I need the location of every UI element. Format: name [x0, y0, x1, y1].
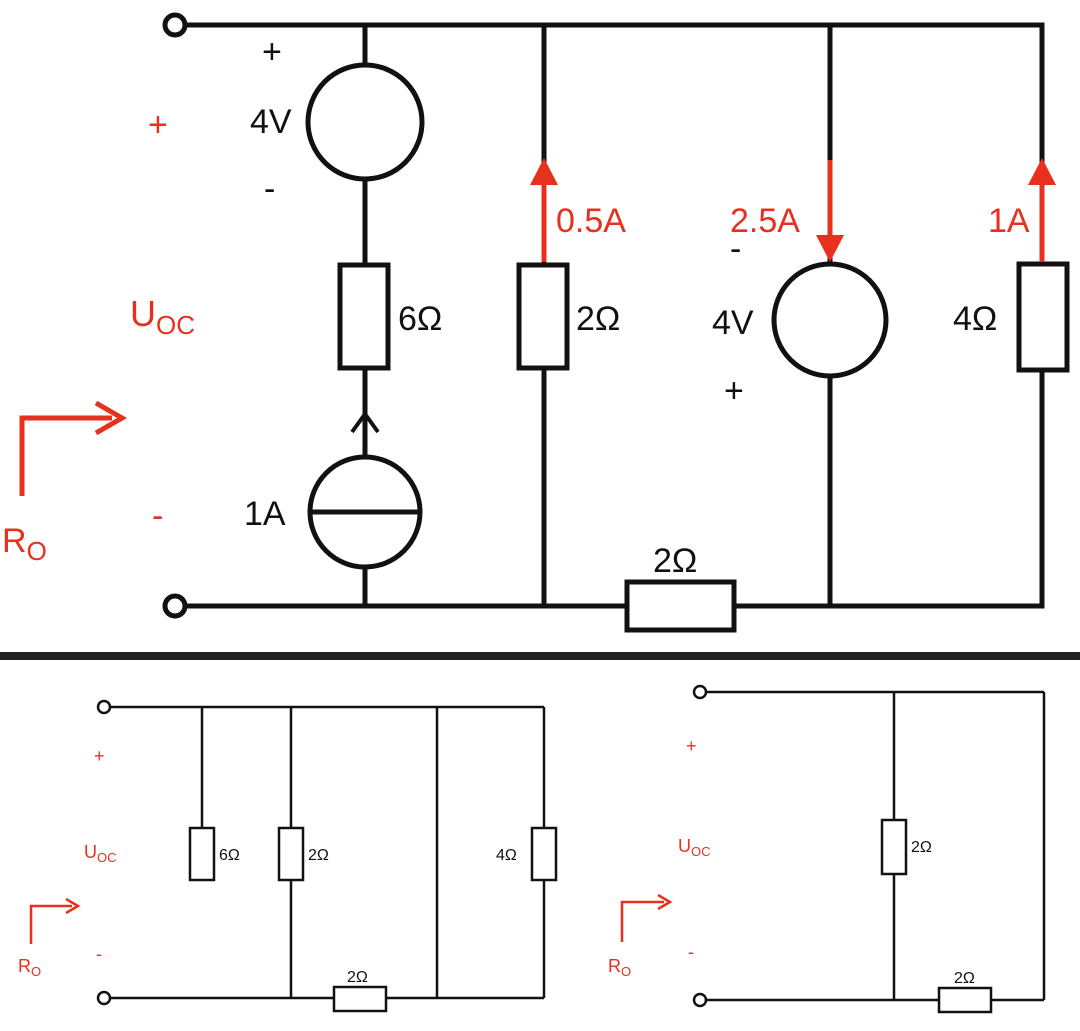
bl-r6-label: 6Ω [219, 847, 240, 864]
top-v2-label: 4V [712, 304, 754, 342]
br-terminal-top [692, 684, 708, 700]
bl-resistor-4ohm [530, 826, 558, 882]
bottom-right-circuit: 2Ω 2Ω + UOC - RO [608, 684, 1046, 1014]
br-wires [706, 690, 1046, 1002]
top-uoc-label: UOC [130, 293, 195, 340]
top-polarity-plus: + [148, 106, 168, 144]
top-cur-1-label: 1A [988, 202, 1030, 240]
top-v2-minus: - [730, 230, 741, 268]
top-terminal-bottom [162, 593, 188, 619]
top-polarity-minus: - [152, 497, 163, 535]
top-v1-plus: + [262, 33, 282, 71]
top-v1-label: 4V [250, 103, 292, 141]
top-current-arrowhead-1a [1028, 158, 1056, 185]
bl-resistor-2ohm-a [277, 826, 305, 882]
bl-ro-arrow [29, 904, 72, 944]
top-cur-05-label: 0.5A [556, 202, 626, 240]
br-ro-arrow [620, 900, 664, 942]
top-ro-label: RO [2, 522, 47, 566]
top-cur-25-label: 2.5A [730, 202, 800, 240]
top-ro-arrowhead [94, 400, 128, 436]
panel-divider [0, 652, 1080, 660]
bl-polarity-minus: - [96, 944, 102, 964]
bl-resistor-6ohm [188, 826, 216, 882]
br-ro-label: RO [608, 956, 631, 979]
bl-r2a-label: 2Ω [308, 847, 329, 864]
br-resistor-2ohm-a [880, 818, 908, 876]
top-wires [184, 22, 1045, 609]
bl-terminal-bottom [96, 990, 112, 1006]
bottom-left-circuit: 6Ω 2Ω 4Ω 2Ω + UOC - RO [18, 699, 558, 1013]
br-ro-arrowhead [657, 893, 673, 911]
top-r4-label: 4Ω [953, 300, 997, 338]
top-v1-minus: - [264, 170, 275, 208]
top-current-source-arrowhead [350, 410, 380, 434]
br-uoc-label: UOC [678, 836, 711, 859]
bl-resistor-2ohm-b [332, 985, 388, 1013]
top-resistor-6ohm [337, 262, 391, 371]
br-r2a-label: 2Ω [911, 839, 932, 856]
top-terminal-top [162, 12, 188, 38]
bl-uoc-label: UOC [84, 842, 117, 865]
br-polarity-minus: - [688, 942, 694, 962]
bl-ro-label: RO [18, 956, 41, 979]
br-terminal-bottom [692, 992, 708, 1008]
bl-r4-label: 4Ω [496, 847, 517, 864]
top-current-arrowhead-25a [816, 235, 844, 262]
top-i1-label: 1A [244, 495, 286, 533]
br-polarity-plus: + [686, 736, 697, 756]
bl-ro-arrowhead [65, 897, 81, 915]
br-r2b-label: 2Ω [954, 970, 975, 987]
top-resistor-4ohm [1016, 261, 1070, 373]
top-voltage-source-4v-right [771, 261, 889, 379]
top-r2b-label: 2Ω [653, 542, 697, 580]
br-resistor-2ohm-b [937, 986, 993, 1014]
top-current-arrowhead-05a [530, 158, 558, 185]
top-resistor-2ohm-b [624, 579, 737, 633]
bl-r2b-label: 2Ω [347, 969, 368, 986]
bl-wires [110, 705, 546, 1000]
top-v2-plus: + [724, 372, 744, 410]
top-voltage-source-4v-left [305, 62, 425, 182]
top-r2a-label: 2Ω [576, 300, 620, 338]
bl-terminal-top [96, 699, 112, 715]
top-resistor-2ohm-a [516, 262, 570, 371]
top-ro-arrow [19, 415, 112, 496]
bl-polarity-plus: + [94, 746, 105, 766]
top-circuit: 4V + - 6Ω 1A 2Ω 0.5A 4V - + 2.5A 4Ω [2, 12, 1070, 633]
top-r6-label: 6Ω [398, 300, 442, 338]
